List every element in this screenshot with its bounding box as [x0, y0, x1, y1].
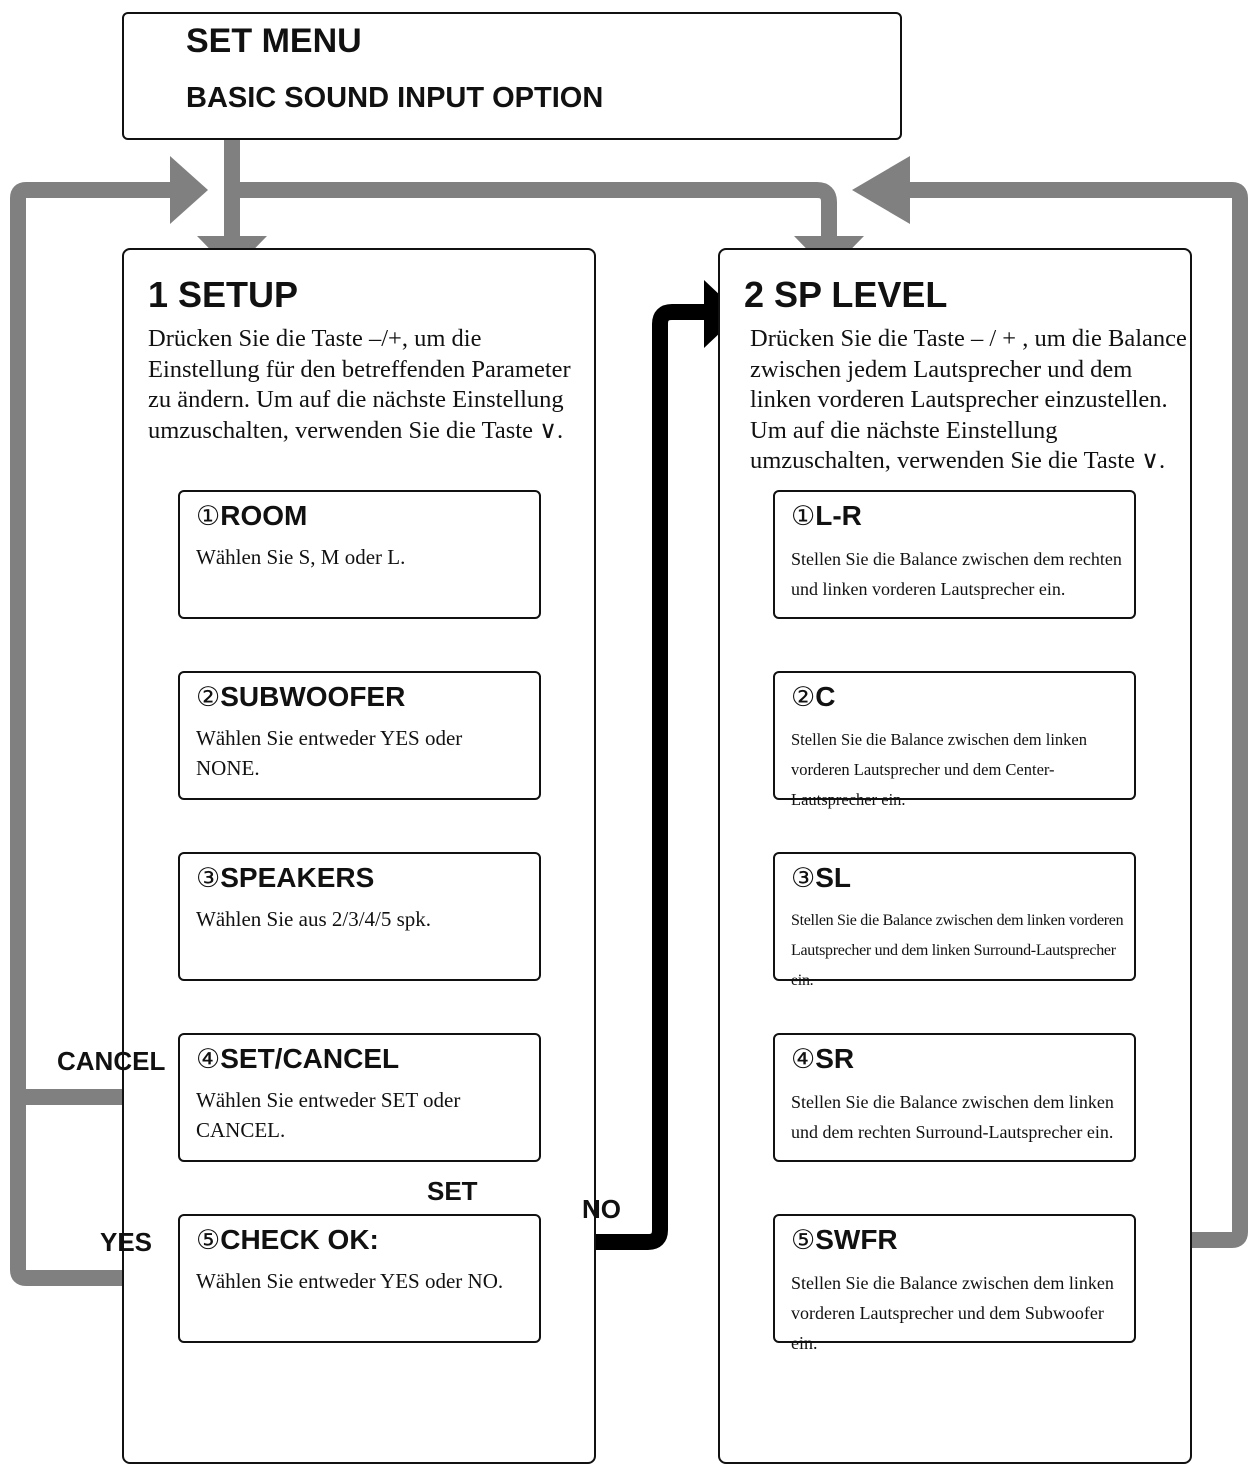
- set-label: SET: [427, 1176, 478, 1206]
- menu-title: SET MENU: [186, 22, 362, 60]
- splevel-step-sr: ④SR Stellen Sie die Balance zwischen dem…: [773, 1033, 1136, 1162]
- step-text: Stellen Sie die Balance zwischen dem lin…: [791, 1092, 1114, 1142]
- setup-step-set-cancel: ④SET/CANCEL Wählen Sie entweder SET oder…: [178, 1033, 541, 1162]
- step-title: ②SUBWOOFER: [196, 681, 406, 713]
- return-loop-line: [10, 182, 178, 1286]
- step-title: ③SPEAKERS: [196, 862, 375, 894]
- step-title: ①ROOM: [196, 500, 308, 532]
- splevel-step-l-r: ①L-R Stellen Sie die Balance zwischen de…: [773, 490, 1136, 619]
- step-text: Stellen Sie die Balance zwischen dem rec…: [791, 549, 1122, 599]
- step-text: Wählen Sie entweder SET oder CANCEL.: [196, 1088, 461, 1142]
- splevel-title: 2 SP LEVEL: [744, 274, 948, 315]
- return-loop-arrowhead: [170, 156, 208, 224]
- step-title: ④SR: [791, 1043, 855, 1075]
- step-title: ⑤SWFR: [791, 1224, 898, 1256]
- setup-description: Drücken Sie die Taste –/+, um die Einste…: [148, 325, 571, 444]
- step-text: Wählen Sie S, M oder L.: [196, 545, 406, 569]
- set-menu-box: SET MENU BASIC SOUND INPUT OPTION: [122, 12, 902, 140]
- setup-step-check-ok: ⑤CHECK OK: Wählen Sie entweder YES oder …: [178, 1214, 541, 1343]
- setup-step-speakers: ③SPEAKERS Wählen Sie aus 2/3/4/5 spk.: [178, 852, 541, 981]
- step-text: Wählen Sie entweder YES oder NONE.: [196, 726, 463, 780]
- menu-tabs: BASIC SOUND INPUT OPTION: [186, 82, 604, 114]
- step-text: Stellen Sie die Balance zwischen dem lin…: [791, 1273, 1114, 1353]
- swfr-return-line: [910, 182, 1248, 1248]
- setup-step-subwoofer: ②SUBWOOFER Wählen Sie entweder YES oder …: [178, 671, 541, 800]
- step-text: Stellen Sie die Balance zwischen dem lin…: [791, 912, 1124, 989]
- splevel-description: Drücken Sie die Taste – / + , um die Bal…: [750, 325, 1187, 474]
- splevel-step-c: ②C Stellen Sie die Balance zwischen dem …: [773, 671, 1136, 809]
- setup-step-room: ①ROOM Wählen Sie S, M oder L.: [178, 490, 541, 619]
- yes-label: YES: [100, 1227, 153, 1257]
- splevel-step-sl: ③SL Stellen Sie die Balance zwischen dem…: [773, 852, 1136, 989]
- step-title: ①L-R: [791, 500, 862, 532]
- menu-to-splevel-line: [232, 182, 837, 236]
- step-title: ④SET/CANCEL: [196, 1043, 400, 1075]
- step-text: Wählen Sie entweder YES oder NO.: [196, 1269, 504, 1293]
- setup-title: 1 SETUP: [148, 274, 299, 315]
- step-text: Stellen Sie die Balance zwischen dem lin…: [791, 730, 1087, 809]
- step-title: ③SL: [791, 862, 851, 894]
- no-arrow-line: [540, 304, 706, 1250]
- no-label: NO: [582, 1194, 621, 1224]
- cancel-label: CANCEL: [57, 1046, 166, 1076]
- step-title: ⑤CHECK OK:: [196, 1224, 379, 1256]
- step-text: Wählen Sie aus 2/3/4/5 spk.: [196, 907, 432, 931]
- splevel-step-swfr: ⑤SWFR Stellen Sie die Balance zwischen d…: [773, 1214, 1136, 1353]
- swfr-return-arrowhead: [852, 156, 910, 224]
- step-title: ②C: [791, 681, 836, 713]
